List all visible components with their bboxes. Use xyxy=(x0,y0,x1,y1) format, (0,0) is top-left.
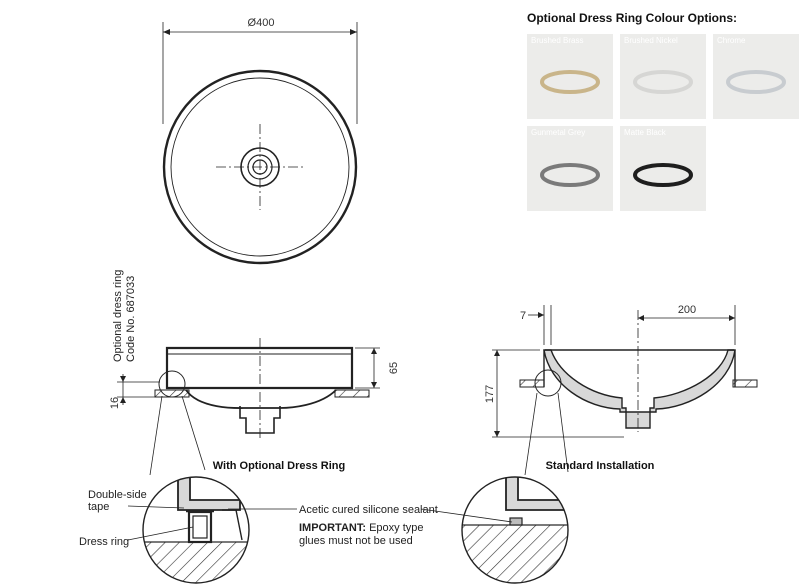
side-view-dress-ring xyxy=(117,338,380,476)
important-label: IMPORTANT: xyxy=(299,522,366,534)
callout-sealant: Acetic cured silicone sealant xyxy=(299,504,438,516)
height-177-dimension: 177 xyxy=(484,385,496,403)
height-65-dimension: 65 xyxy=(388,362,400,374)
swatch-label: Brushed Brass xyxy=(531,36,584,45)
swatch-label: Chrome xyxy=(717,36,746,45)
swatch-label: Brushed Nickel xyxy=(624,36,678,45)
ring-icon xyxy=(633,70,693,94)
callout-important-line2: glues must not be used xyxy=(299,535,413,547)
height-16-dimension: 16 xyxy=(109,397,121,409)
caption-with-dress-ring: With Optional Dress Ring xyxy=(213,460,346,472)
callout-double-side-line1: Double-side xyxy=(88,489,147,501)
radius-200-dimension: 200 xyxy=(678,304,696,316)
swatch-brushed-brass: Brushed Brass xyxy=(527,34,613,119)
ring-icon xyxy=(726,70,786,94)
ring-icon xyxy=(540,163,600,187)
detail-standard xyxy=(461,476,569,584)
ring-options-title: Optional Dress Ring Colour Options: xyxy=(527,11,737,25)
callout-double-side-line2: tape xyxy=(88,501,109,513)
offset-7-dimension: 7 xyxy=(520,310,526,322)
swatch-chrome: Chrome xyxy=(713,34,799,119)
diameter-dimension: Ø400 xyxy=(248,17,275,29)
swatch-label: Gunmetal Grey xyxy=(531,128,586,137)
ring-shape xyxy=(633,70,693,94)
ring-shape xyxy=(540,163,600,187)
ring-shape xyxy=(726,70,786,94)
swatch-matte-black: Matte Black xyxy=(620,126,706,211)
callout-important: IMPORTANT: Epoxy type xyxy=(299,522,424,534)
important-text: Epoxy type xyxy=(366,522,423,534)
dress-ring-note-line1: Optional dress ring xyxy=(112,270,124,362)
ring-shape xyxy=(540,70,600,94)
top-view xyxy=(162,22,358,265)
callout-dress-ring: Dress ring xyxy=(79,536,129,548)
ring-shape xyxy=(633,163,693,187)
swatch-gunmetal-grey: Gunmetal Grey xyxy=(527,126,613,211)
caption-standard-installation: Standard Installation xyxy=(546,460,655,472)
detail-dress-ring xyxy=(142,476,250,584)
callout-leaders xyxy=(127,505,513,541)
swatch-brushed-nickel: Brushed Nickel xyxy=(620,34,706,119)
ring-icon xyxy=(540,70,600,94)
dress-ring-note-line2: Code No. 687033 xyxy=(125,276,137,362)
section-view-standard xyxy=(492,305,758,476)
ring-icon xyxy=(633,163,693,187)
swatch-label: Matte Black xyxy=(624,128,666,137)
